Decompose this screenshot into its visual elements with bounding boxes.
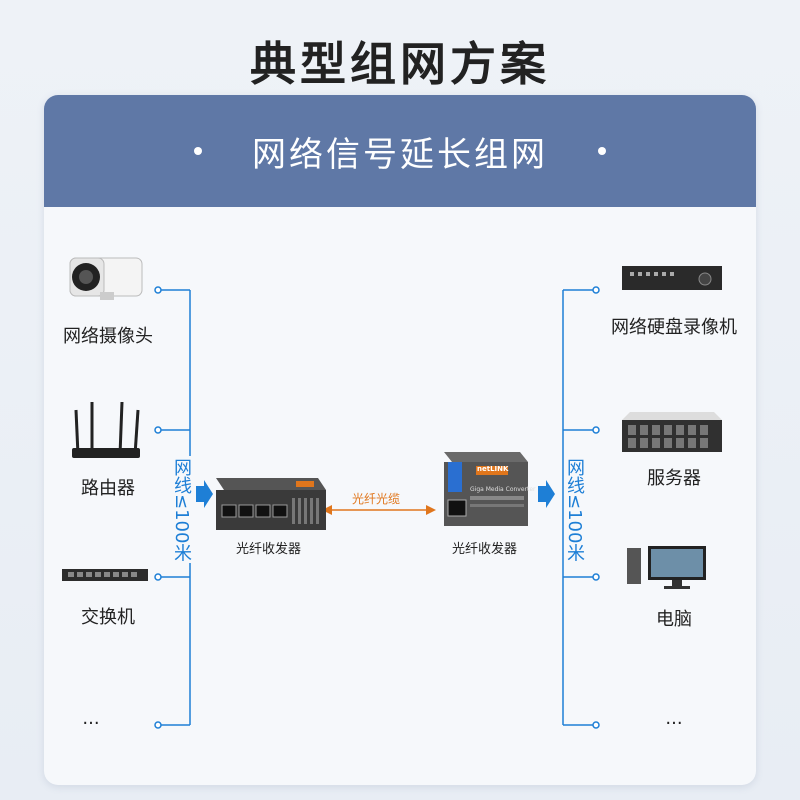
fiber-cable-label: 光纤光缆 [348, 490, 405, 507]
right-converter-label: 光纤收发器 [452, 542, 518, 557]
switch-icon [62, 569, 148, 581]
right-converter-icon [444, 452, 528, 526]
right-more-label: ... [665, 708, 683, 729]
left-converter-label: 光纤收发器 [236, 542, 302, 557]
right-arrow-icon [538, 480, 555, 508]
computer-icon [627, 546, 706, 589]
router-icon [72, 401, 140, 458]
right-bus-lines [562, 289, 596, 726]
left-converter-icon [216, 478, 326, 530]
left-cable-note: 网线≤100米 [171, 456, 192, 564]
nvr-label: 网络硬盘录像机 [611, 317, 737, 338]
right-bus-dots [592, 286, 600, 729]
page-title: 典型组网方案 [250, 37, 550, 91]
switch-label: 交换机 [81, 607, 135, 628]
card-header-title: 网络信号延长组网 [252, 134, 548, 175]
server-label: 服务器 [647, 468, 701, 489]
server-icon [622, 412, 722, 452]
left-bus-dots [154, 286, 162, 729]
converter-brand: netLINK [477, 465, 509, 473]
camera-icon [69, 257, 143, 300]
nvr-icon [622, 266, 722, 290]
header-dot-left [194, 147, 202, 155]
computer-label: 电脑 [656, 609, 692, 630]
card-header: 网络信号延长组网 [44, 95, 756, 207]
fiber-arrow-left-icon [322, 505, 332, 515]
left-more-label: ... [82, 708, 100, 729]
right-cable-note: 网线≤100米 [564, 456, 585, 564]
camera-label: 网络摄像头 [63, 326, 153, 347]
converter-model: Giga Media Converter [470, 486, 536, 493]
left-arrow-icon [196, 480, 213, 508]
fiber-arrow-right-icon [426, 505, 436, 515]
header-dot-right [598, 147, 606, 155]
router-label: 路由器 [81, 478, 135, 499]
